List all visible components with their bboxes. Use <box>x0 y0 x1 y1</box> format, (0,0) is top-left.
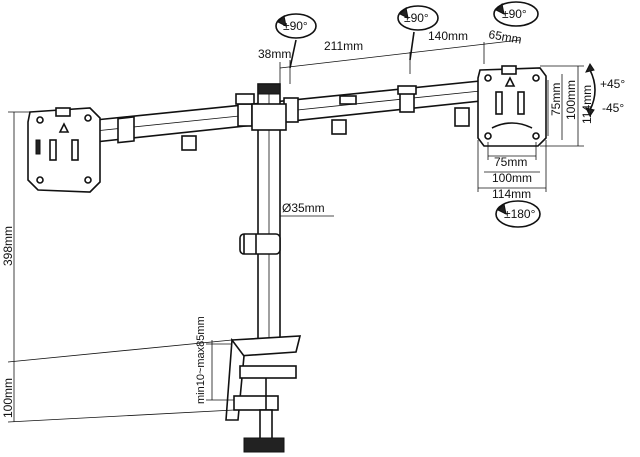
desk-clamp <box>225 335 302 453</box>
label-vesa-h-75: 75mm <box>494 155 527 169</box>
label-vesa-h-100: 100mm <box>492 171 532 185</box>
label-vesa-v-114: 114mm <box>580 85 594 124</box>
label-vesa-v-100: 100mm <box>564 80 578 120</box>
rotation-symbol-top-mid <box>397 5 439 61</box>
arm-joints <box>117 85 470 151</box>
dimension-lines <box>7 39 596 423</box>
rotation-symbol-top-right <box>493 1 539 27</box>
vertical-pole <box>251 83 287 347</box>
rotation-symbol-top-left <box>275 13 317 69</box>
label-vesa-v-75: 75mm <box>549 83 563 116</box>
label-tilt-plus: +45° <box>600 77 625 91</box>
rotation-symbol-180 <box>495 200 541 228</box>
label-rotation-top-right: ±90° <box>502 7 527 21</box>
label-clamp-100: 100mm <box>1 378 15 418</box>
label-vesa-h-114: 114mm <box>492 187 531 201</box>
label-pole-diameter: Ø35mm <box>282 201 325 215</box>
right-vesa-plate <box>477 65 547 147</box>
left-vesa-plate <box>27 107 101 193</box>
label-dim-211: 211mm <box>324 39 363 53</box>
label-rotation-top-mid: ±90° <box>404 11 429 25</box>
label-clamp-range: min10~max85mm <box>195 316 207 404</box>
label-rotation-top-left: ±90° <box>283 19 308 33</box>
label-height-398: 398mm <box>1 226 15 266</box>
label-dim-38: 38mm <box>258 47 291 61</box>
label-dim-140: 140mm <box>428 29 468 43</box>
height-collar <box>239 233 281 255</box>
label-tilt-minus: -45° <box>602 101 624 115</box>
label-dim-65: 65mm <box>487 27 522 47</box>
label-rotation-180: ±180° <box>504 207 536 221</box>
